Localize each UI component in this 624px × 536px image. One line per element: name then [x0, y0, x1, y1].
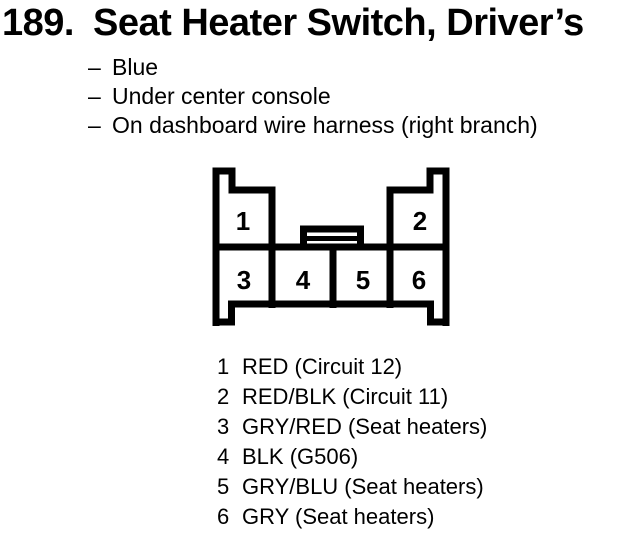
page-title: 189. Seat Heater Switch, Driver’s — [2, 1, 584, 45]
section-title: Seat Heater Switch, Driver’s — [93, 2, 584, 44]
connector-pin-2-label: 2 — [413, 206, 427, 236]
legend-wire-label: GRY/RED (Seat heaters) — [242, 414, 488, 439]
detail-location: Under center console — [112, 83, 331, 109]
legend-row: 4 BLK (G506) — [217, 442, 487, 472]
legend-row: 3 GRY/RED (Seat heaters) — [217, 412, 487, 442]
list-item: – On dashboard wire harness (right branc… — [88, 111, 538, 140]
connector-diagram: 1 2 3 4 5 6 — [200, 158, 460, 333]
section-number: 189. — [2, 2, 74, 44]
connector-pin-6-label: 6 — [412, 265, 426, 295]
connector-pin-4-label: 4 — [296, 265, 311, 295]
detail-harness: On dashboard wire harness (right branch) — [112, 112, 538, 138]
legend-row: 1 RED (Circuit 12) — [217, 352, 487, 382]
bullet-dash: – — [88, 112, 101, 138]
legend-wire-label: RED (Circuit 12) — [242, 354, 403, 379]
connector-pin-1-label: 1 — [236, 206, 250, 236]
legend-pin-number: 6 — [217, 504, 230, 529]
connector-pin-3-label: 3 — [237, 265, 251, 295]
legend-wire-label: RED/BLK (Circuit 11) — [242, 384, 449, 409]
legend-pin-number: 1 — [217, 354, 230, 379]
detail-color: Blue — [112, 54, 159, 80]
legend-pin-number: 5 — [217, 474, 230, 499]
legend-row: 2 RED/BLK (Circuit 11) — [217, 382, 487, 412]
legend-pin-number: 4 — [217, 444, 230, 469]
legend-wire-label: GRY/BLU (Seat heaters) — [242, 474, 484, 499]
list-item: – Under center console — [88, 82, 538, 111]
detail-list: – Blue – Under center console – On dashb… — [88, 53, 538, 140]
pin-legend: 1 RED (Circuit 12) 2 RED/BLK (Circuit 11… — [217, 352, 487, 532]
legend-wire-label: BLK (G506) — [242, 444, 359, 469]
legend-row: 6 GRY (Seat heaters) — [217, 502, 487, 532]
bullet-dash: – — [88, 54, 101, 80]
legend-row: 5 GRY/BLU (Seat heaters) — [217, 472, 487, 502]
legend-pin-number: 3 — [217, 414, 230, 439]
bullet-dash: – — [88, 83, 101, 109]
connector-pin-5-label: 5 — [356, 265, 370, 295]
list-item: – Blue — [88, 53, 538, 82]
legend-pin-number: 2 — [217, 384, 230, 409]
legend-wire-label: GRY (Seat heaters) — [242, 504, 435, 529]
connector-outline-drawing: 1 2 3 4 5 6 — [212, 167, 450, 326]
